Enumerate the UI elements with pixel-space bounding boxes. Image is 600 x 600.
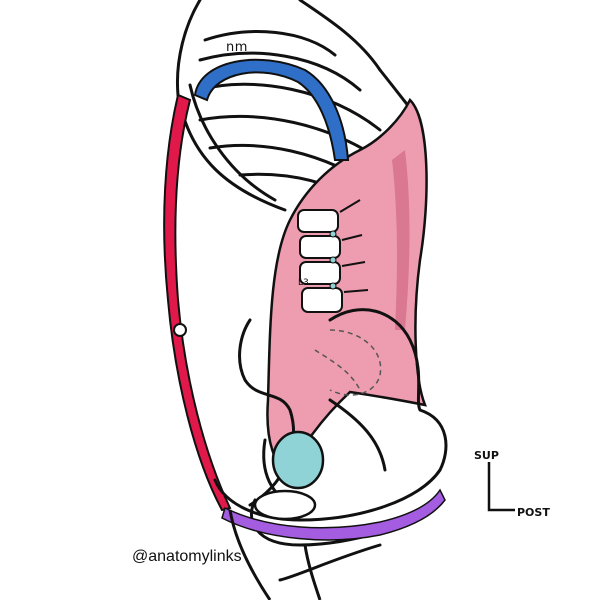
sacrum-dashed bbox=[329, 329, 382, 396]
purple-band bbox=[221, 488, 446, 541]
femoral-head bbox=[271, 430, 325, 490]
label-l3: L3 bbox=[298, 278, 309, 288]
intervertebral-foramina bbox=[329, 230, 337, 290]
femoral-neck bbox=[253, 489, 317, 521]
orientation-post: POST bbox=[517, 506, 550, 519]
orientation-indicator bbox=[487, 462, 515, 512]
sacrum-dashed-2 bbox=[314, 349, 361, 391]
tendinous-intersection bbox=[173, 323, 187, 337]
blue-band bbox=[193, 58, 350, 161]
vertebral-column bbox=[297, 199, 369, 313]
dark-pink-stripe bbox=[392, 150, 410, 330]
rib-cage bbox=[175, 0, 422, 212]
red-rectus-band bbox=[163, 93, 232, 512]
orientation-sup: SUP bbox=[474, 449, 499, 462]
label-nm: nm bbox=[226, 40, 248, 55]
watermark: @anatomylinks bbox=[132, 548, 242, 565]
thigh-outline bbox=[228, 509, 322, 600]
